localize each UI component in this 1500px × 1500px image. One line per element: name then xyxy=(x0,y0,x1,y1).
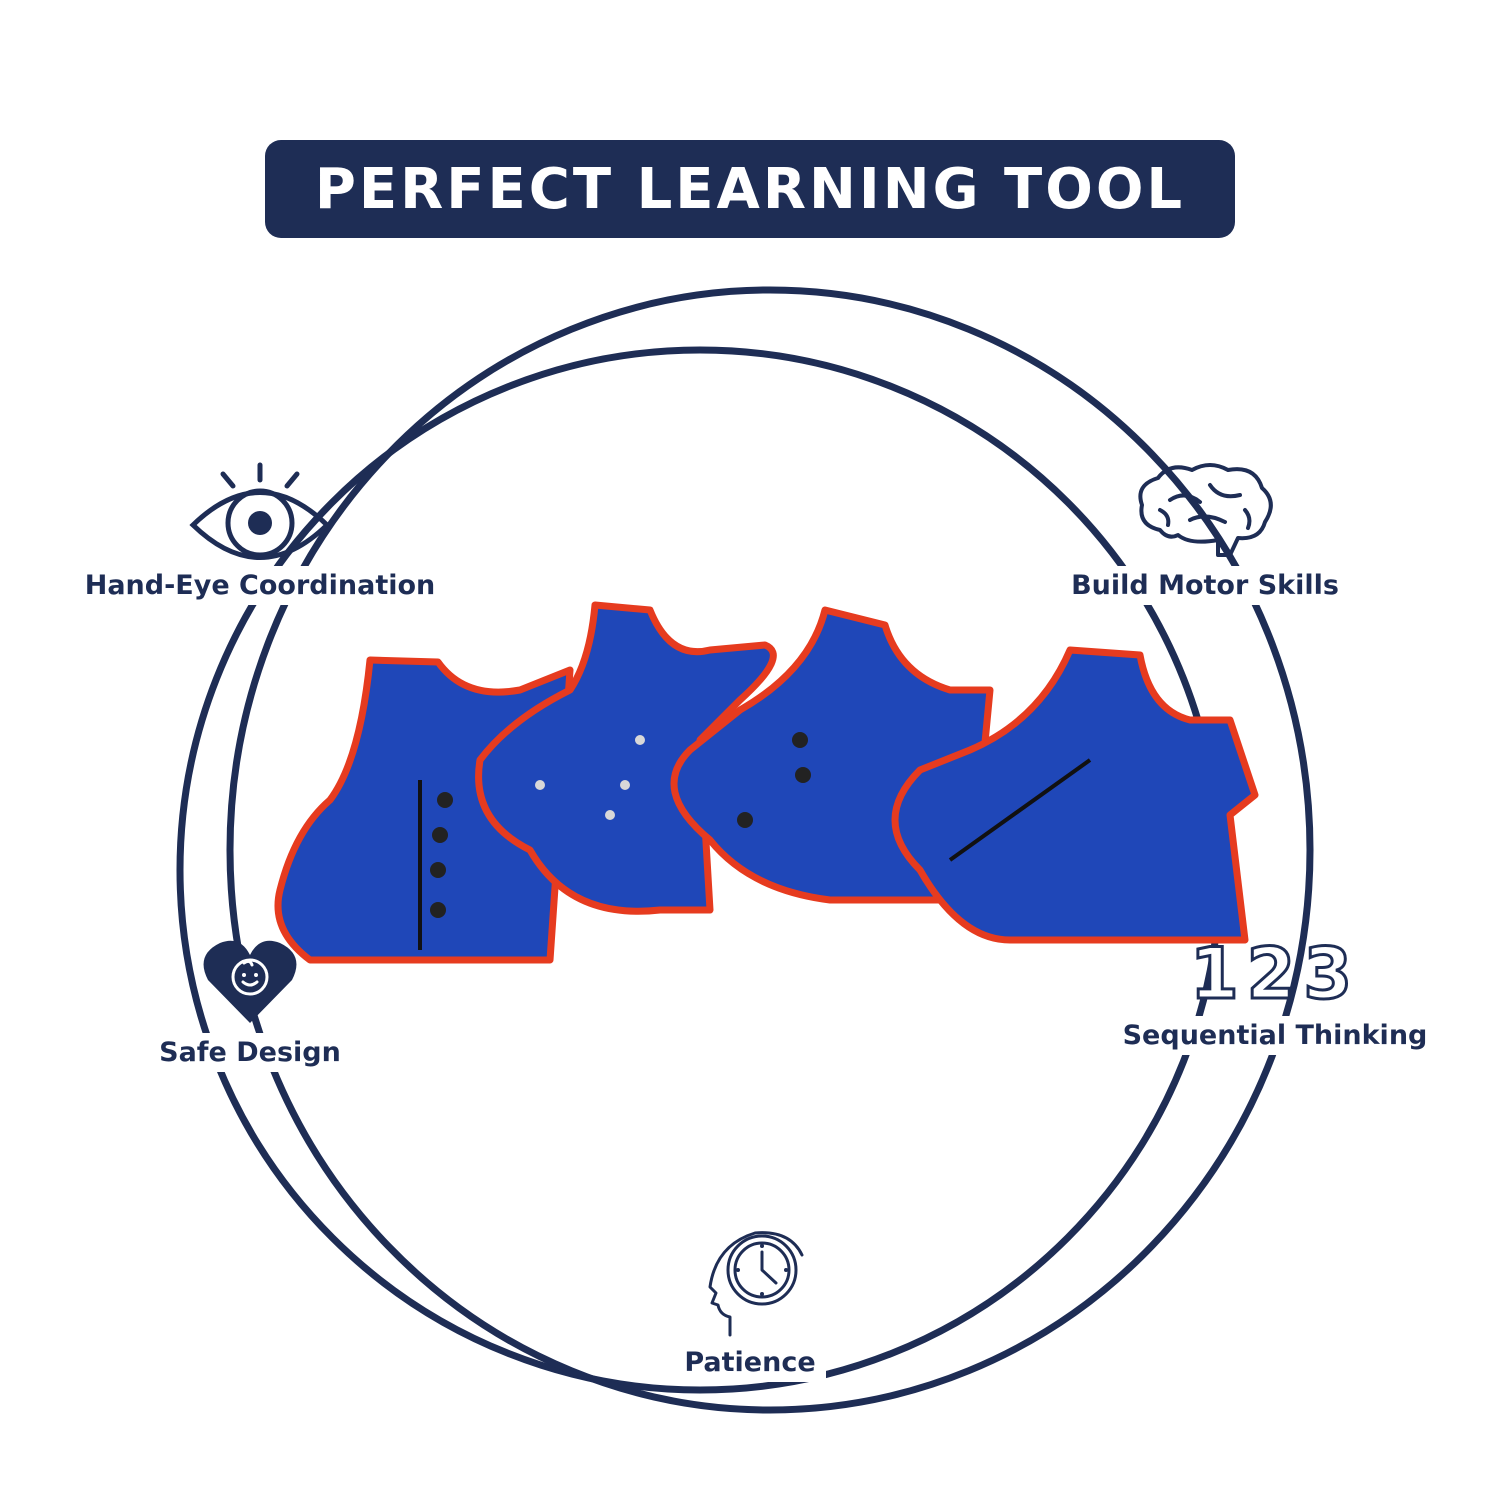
vest-zipper-right xyxy=(891,646,1259,944)
product-vests-image xyxy=(274,601,1259,964)
title-text: PERFECT LEARNING TOOL xyxy=(314,156,1186,222)
feature-sequential-thinking: 123 Sequential Thinking xyxy=(1100,930,1450,1055)
feature-label-safe-design: Safe Design xyxy=(149,1033,351,1072)
feature-label-hand-eye: Hand-Eye Coordination xyxy=(74,566,446,605)
heart-baby-icon xyxy=(203,940,297,1023)
eye-icon xyxy=(189,462,331,560)
feature-patience: Patience xyxy=(660,1225,840,1382)
feature-label-motor-skills: Build Motor Skills xyxy=(1061,566,1349,605)
feature-label-patience: Patience xyxy=(674,1343,826,1382)
feature-safe-design: Safe Design xyxy=(140,935,360,1072)
title-banner: PERFECT LEARNING TOOL xyxy=(265,140,1235,238)
feature-label-sequential-thinking: Sequential Thinking xyxy=(1112,1016,1438,1055)
head-clock-icon xyxy=(708,1231,804,1337)
numbers-123-icon: 123 xyxy=(1195,932,1355,1011)
digits-text: 123 xyxy=(1195,933,1355,1010)
brain-icon xyxy=(1138,463,1273,557)
feature-motor-skills: Build Motor Skills xyxy=(1040,460,1370,605)
feature-hand-eye: Hand-Eye Coordination xyxy=(60,460,460,605)
vest-zipper-left xyxy=(274,656,574,964)
